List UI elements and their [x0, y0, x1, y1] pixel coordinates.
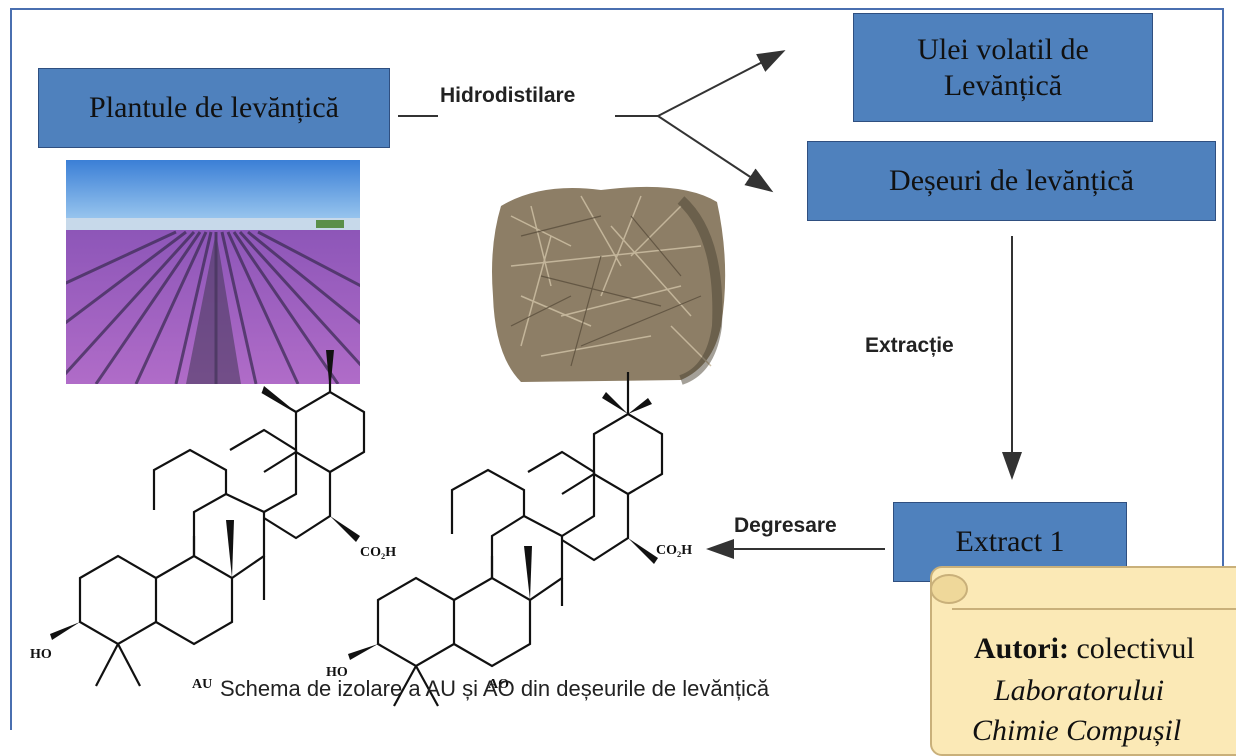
authors-text: colectivul [1076, 632, 1195, 665]
scheme-caption: Schema de izolare a AU și AO din deșeuri… [220, 676, 770, 701]
label-degresare: Degresare [734, 514, 837, 537]
au-acid-label: CO₂H [360, 545, 396, 560]
label-extractie: Extracție [865, 334, 954, 357]
arrow-to-ulei [657, 50, 786, 117]
authors-prefix: Autori: [974, 632, 1069, 665]
lavender-waste-photo [481, 176, 733, 386]
box-ulei-line1: Ulei volatil de [917, 32, 1089, 66]
au-hydroxyl-label: HO [30, 647, 52, 662]
slide-frame [10, 8, 1224, 730]
ao-label: AO [488, 677, 509, 692]
arrow-to-deseuri [657, 115, 774, 193]
label-hidrodistilare: Hidrodistilare [440, 84, 576, 107]
scroll-curl [930, 574, 968, 604]
authors-line3: Chimie Compușil [972, 714, 1182, 747]
lavender-field-photo [66, 160, 360, 384]
box-deseuri-label: Deșeuri de levănțică [889, 164, 1134, 197]
authors-line2: Laboratorului [994, 674, 1165, 707]
diagram-graphics: CO₂H HO AU CO₂H HO AO [30, 50, 1022, 707]
scroll-edge [952, 608, 1236, 610]
molecule-au [78, 350, 366, 687]
box-ulei-line2: Levănțică [943, 68, 1063, 102]
box-plantule: Plantule de levănțică [38, 68, 390, 148]
authors-line1: Autori: colectivul [974, 632, 1195, 666]
box-deseuri: Deșeuri de levănțică [807, 141, 1216, 221]
box-extract-label: Extract 1 [955, 525, 1065, 558]
ao-acid-label: CO₂H [656, 543, 692, 558]
molecule-ao [376, 372, 664, 707]
ao-hydroxyl-label: HO [326, 665, 348, 680]
au-label: AU [192, 677, 212, 692]
box-plantule-label: Plantule de levănțică [89, 91, 339, 124]
authors-scroll: Autori: colectivul Laboratorului Chimie … [930, 566, 1236, 756]
